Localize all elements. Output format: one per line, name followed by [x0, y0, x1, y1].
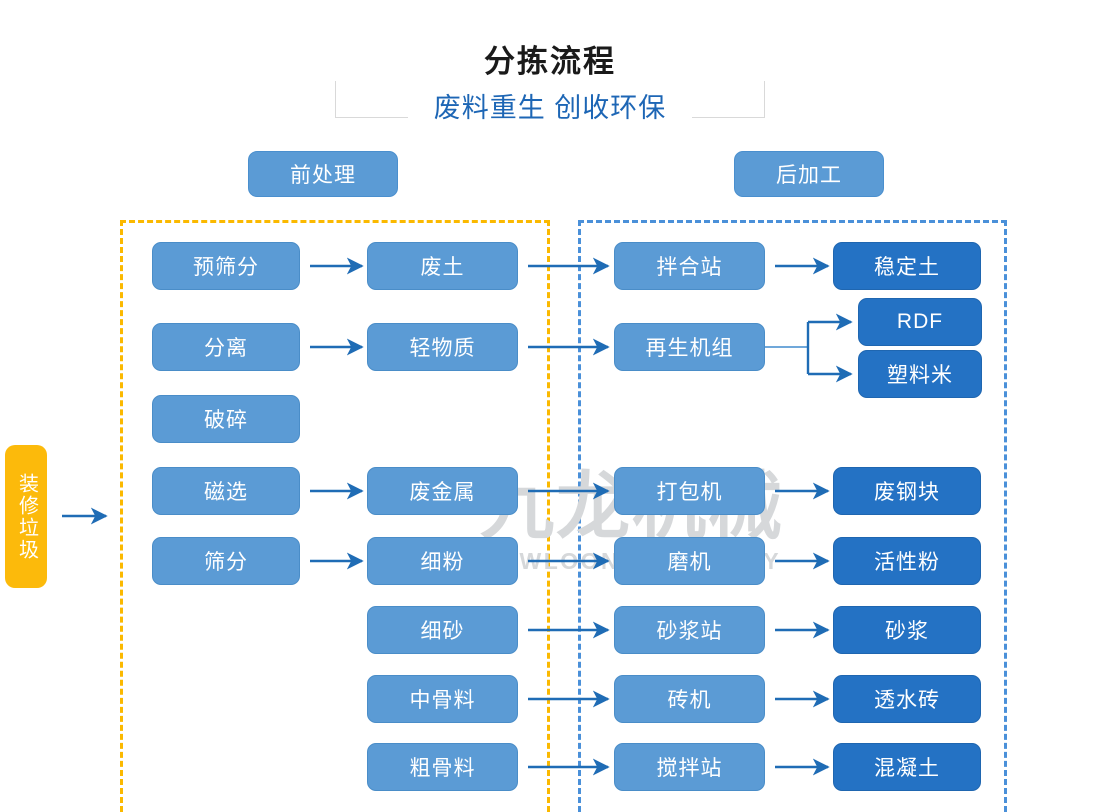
node-active-powder[interactable]: 活性粉: [833, 537, 981, 585]
node-stabilized-soil-label: 稳定土: [874, 256, 940, 279]
input-node-renovation-waste[interactable]: 装修垃圾: [5, 445, 47, 588]
node-scrap-steel[interactable]: 废钢块: [833, 467, 981, 515]
node-baler-label: 打包机: [656, 481, 723, 504]
node-baler[interactable]: 打包机: [614, 467, 765, 515]
group-box-post-processing: [578, 220, 1007, 812]
node-mixing-station[interactable]: 拌合站: [614, 242, 765, 290]
node-plastic-pellets[interactable]: 塑料米: [858, 350, 982, 398]
node-fine-sand-label: 细砂: [420, 620, 465, 643]
node-fine-powder[interactable]: 细粉: [367, 537, 518, 585]
node-recycling-unit-label: 再生机组: [645, 337, 734, 360]
section-header-pre-processing: 前处理: [248, 151, 398, 197]
node-separate[interactable]: 分离: [152, 323, 300, 371]
node-presieve[interactable]: 预筛分: [152, 242, 300, 290]
page-title: 分拣流程: [0, 36, 1100, 81]
node-fine-powder-label: 细粉: [420, 551, 465, 574]
node-permeable-brick-label: 透水砖: [874, 689, 940, 712]
node-rdf[interactable]: RDF: [858, 298, 982, 346]
node-crush[interactable]: 破碎: [152, 395, 300, 443]
node-waste-metal-label: 废金属: [409, 481, 476, 504]
node-magnetic-separation[interactable]: 磁选: [152, 467, 300, 515]
node-fine-sand[interactable]: 细砂: [367, 606, 518, 654]
node-batching-plant[interactable]: 搅拌站: [614, 743, 765, 791]
node-sieving-label: 筛分: [204, 551, 248, 574]
node-medium-aggregate[interactable]: 中骨料: [367, 675, 518, 723]
node-medium-aggregate-label: 中骨料: [409, 689, 476, 712]
node-scrap-steel-label: 废钢块: [874, 481, 940, 504]
section-header-pre-processing-label: 前处理: [290, 164, 356, 187]
node-mixing-station-label: 拌合站: [656, 256, 723, 279]
node-waste-soil-label: 废土: [420, 256, 465, 279]
node-concrete-label: 混凝土: [874, 757, 940, 780]
node-presieve-label: 预筛分: [193, 256, 259, 279]
node-separate-label: 分离: [204, 337, 248, 360]
node-active-powder-label: 活性粉: [874, 551, 940, 574]
node-grinding-mill-label: 磨机: [667, 551, 712, 574]
node-mortar-station-label: 砂浆站: [656, 620, 723, 643]
node-crush-label: 破碎: [204, 409, 248, 432]
section-header-post-processing-label: 后加工: [776, 164, 842, 187]
node-grinding-mill[interactable]: 磨机: [614, 537, 765, 585]
section-header-post-processing: 后加工: [734, 151, 884, 197]
group-box-pre-processing: [120, 220, 550, 812]
node-stabilized-soil[interactable]: 稳定土: [833, 242, 981, 290]
node-mortar[interactable]: 砂浆: [833, 606, 981, 654]
node-recycling-unit[interactable]: 再生机组: [614, 323, 765, 371]
node-mortar-label: 砂浆: [885, 620, 929, 643]
node-batching-plant-label: 搅拌站: [656, 757, 723, 780]
node-coarse-aggregate[interactable]: 粗骨料: [367, 743, 518, 791]
page-subtitle: 废料重生 创收环保: [0, 86, 1100, 125]
page-subtitle-text: 废料重生 创收环保: [407, 93, 693, 123]
page-title-text: 分拣流程: [462, 44, 638, 79]
node-light-material-label: 轻物质: [409, 337, 476, 360]
node-brick-machine[interactable]: 砖机: [614, 675, 765, 723]
node-mortar-station[interactable]: 砂浆站: [614, 606, 765, 654]
node-concrete[interactable]: 混凝土: [833, 743, 981, 791]
node-sieving[interactable]: 筛分: [152, 537, 300, 585]
input-node-label: 装修垃圾: [15, 472, 38, 561]
node-coarse-aggregate-label: 粗骨料: [409, 757, 476, 780]
node-waste-metal[interactable]: 废金属: [367, 467, 518, 515]
node-plastic-pellets-label: 塑料米: [887, 364, 953, 387]
node-magnetic-separation-label: 磁选: [204, 481, 248, 504]
node-permeable-brick[interactable]: 透水砖: [833, 675, 981, 723]
node-rdf-label: RDF: [896, 310, 944, 333]
node-brick-machine-label: 砖机: [667, 689, 712, 712]
node-light-material[interactable]: 轻物质: [367, 323, 518, 371]
node-waste-soil[interactable]: 废土: [367, 242, 518, 290]
